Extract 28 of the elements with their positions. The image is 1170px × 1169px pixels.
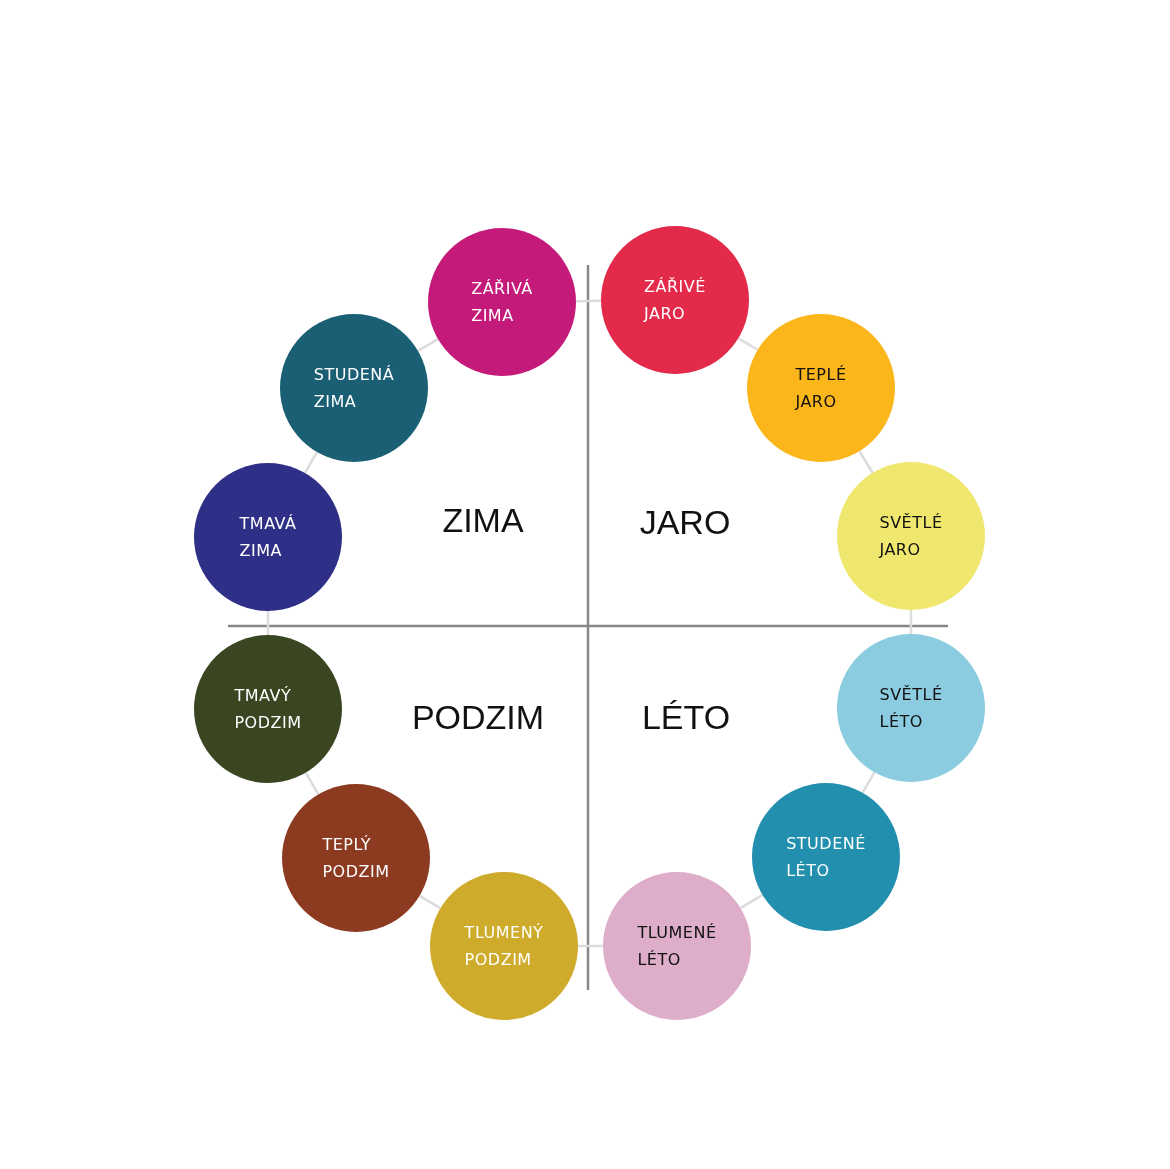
season-name: SVĚTLÉ JARO [879, 512, 943, 561]
connector-line [578, 944, 603, 948]
quadrant-label: LÉTO [641, 697, 731, 737]
season-name: SVĚTLÉ LÉTO [879, 684, 943, 733]
season-name: ZÁŘIVÉ JARO [644, 276, 706, 325]
season-name: TEPLÉ JARO [795, 364, 847, 413]
season-name: TLUMENÉ LÉTO [637, 922, 717, 971]
connector-line [861, 771, 876, 794]
season-name: STUDENÉ LÉTO [786, 833, 866, 882]
connector-line [303, 451, 319, 474]
quadrant-label: ZIMA [442, 500, 524, 540]
connector-line [858, 450, 874, 474]
quadrant-label: PODZIM [411, 697, 545, 737]
connector-line [417, 338, 439, 352]
quadrant-label: JARO [639, 502, 731, 542]
connector-line [739, 893, 764, 910]
season-name: STUDENÁ ZIMA [313, 364, 395, 413]
season-name: TMAVÝ PODZIM [234, 685, 302, 734]
season-name: ZÁŘIVÁ ZIMA [471, 278, 533, 327]
season-name: TLUMENÝ PODZIM [464, 922, 544, 971]
connector-line [304, 772, 320, 795]
season-name: TEPLÝ PODZIM [322, 834, 390, 883]
connector-line [909, 610, 913, 634]
connector-line [576, 299, 602, 303]
connector-line [266, 611, 270, 635]
connector-line [418, 894, 442, 910]
connector-line [737, 337, 759, 351]
season-name: TMAVÁ ZIMA [239, 513, 297, 562]
